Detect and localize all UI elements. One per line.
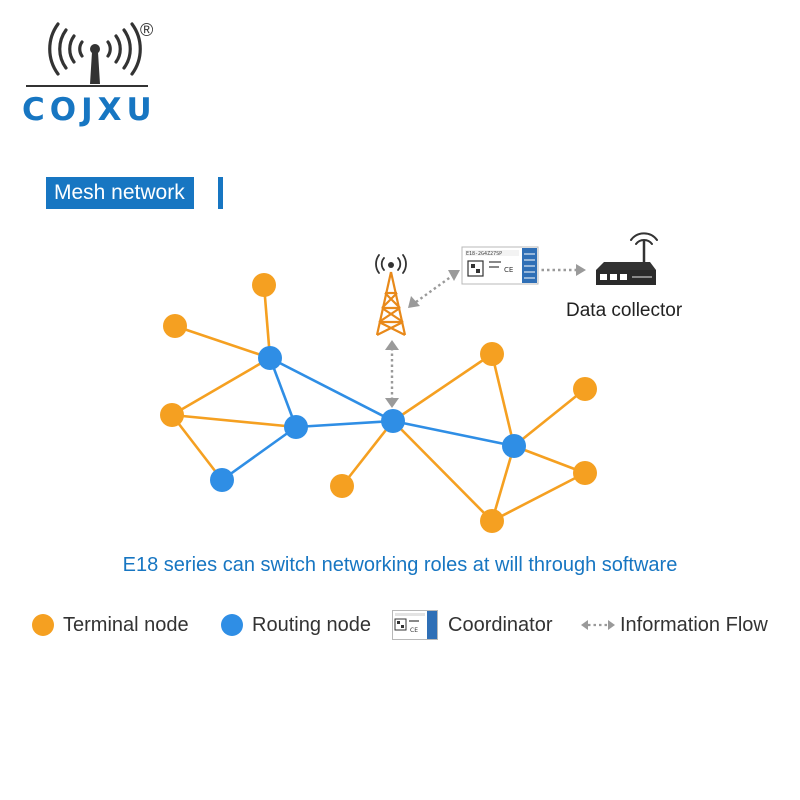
routing-links [221,356,515,482]
legend-coordinator-label: Coordinator [448,613,553,636]
legend-information-flow: Information Flow [580,612,768,638]
diagram-caption: E18 series can switch networking roles a… [122,554,678,576]
routing-node [258,346,282,370]
coordinator-module-icon: CE [392,610,438,640]
terminal-node [573,377,597,401]
legend-routing-label: Routing node [252,613,371,636]
legend-routing: Routing node [221,612,371,638]
terminal-node [480,509,504,533]
information-flow-arrow-icon [581,620,615,630]
legend-terminal-label: Terminal node [63,613,189,636]
data-collector-label: Data collector [566,300,683,321]
terminal-nodes [160,273,597,533]
legend-terminal: Terminal node [32,612,189,638]
legend-flow-label: Information Flow [620,613,768,636]
terminal-node [160,403,184,427]
routing-node [284,415,308,439]
information-flow-arrows [390,268,578,400]
radio-tower-icon [375,254,407,336]
routing-nodes [210,346,526,492]
terminal-node-swatch [32,614,54,636]
brand-logo [20,22,190,132]
svg-text:CE: CE [504,266,513,274]
terminal-links [170,284,586,523]
brand-name: COJXU [22,92,157,128]
terminal-node [163,314,187,338]
terminal-node [252,273,276,297]
terminal-node [330,474,354,498]
wireless-signal-icon [26,22,148,87]
terminal-node [480,342,504,366]
terminal-node [573,461,597,485]
routing-node [502,434,526,458]
flow-arrowheads [385,264,586,408]
section-title-accent-bar [218,177,223,209]
routing-node [210,468,234,492]
coordinator-module-icon: CE [461,246,539,285]
router-icon [596,232,658,285]
legend-coordinator: CE Coordinator [392,610,553,640]
registered-mark: ® [140,20,154,40]
module-label: E18-2G4Z27SP [466,251,502,257]
section-title: Mesh network [46,177,194,209]
routing-node [381,409,405,433]
routing-node-swatch [221,614,243,636]
svg-text:CE: CE [410,627,418,634]
